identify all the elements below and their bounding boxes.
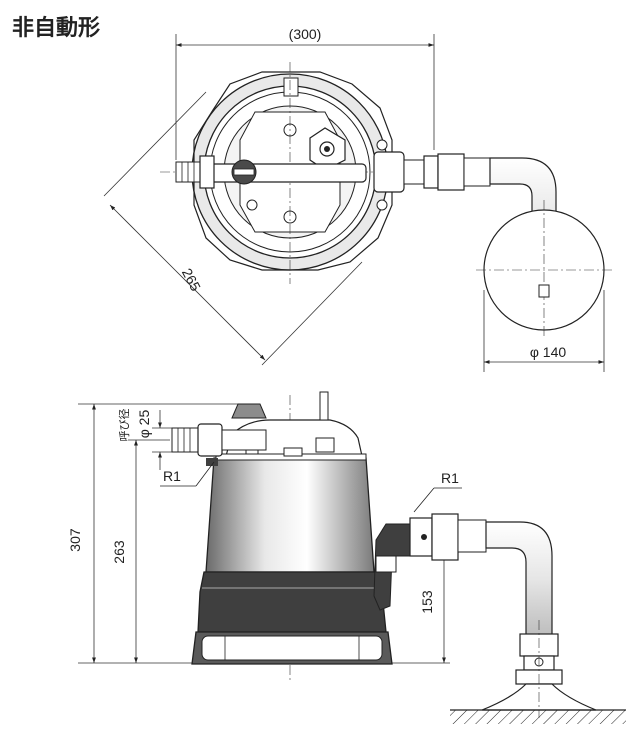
side-base-stand (450, 620, 626, 724)
top-width-label: (300) (289, 26, 322, 42)
base-diameter-label: φ 140 (530, 344, 567, 360)
top-diagonal-label: 265 (179, 266, 204, 294)
height-outlet-label: 263 (111, 540, 127, 564)
pump-side-body (191, 391, 415, 665)
top-left-outlet (175, 155, 215, 189)
thread-right-label: R1 (441, 470, 459, 486)
outlet-size-dimension: 呼び径 φ 25 (118, 409, 176, 470)
top-view: (300) 265 (103, 26, 612, 372)
thread-left-label: R1 (163, 468, 181, 484)
top-width-dimension: (300) (175, 26, 435, 160)
outlet-size-label: φ 25 (136, 410, 152, 439)
height-total-label: 307 (67, 528, 83, 552)
nominal-size-label: 呼び径 (118, 409, 131, 442)
drawing-title: 非自動形 (12, 16, 101, 41)
top-base-plate: φ 140 (476, 200, 612, 372)
side-view: 307 263 153 呼び径 φ 25 (67, 391, 626, 724)
side-left-outlet: R1 (160, 423, 267, 487)
height-discharge-label: 153 (419, 590, 435, 614)
side-height-dimensions: 307 263 153 (67, 403, 450, 664)
